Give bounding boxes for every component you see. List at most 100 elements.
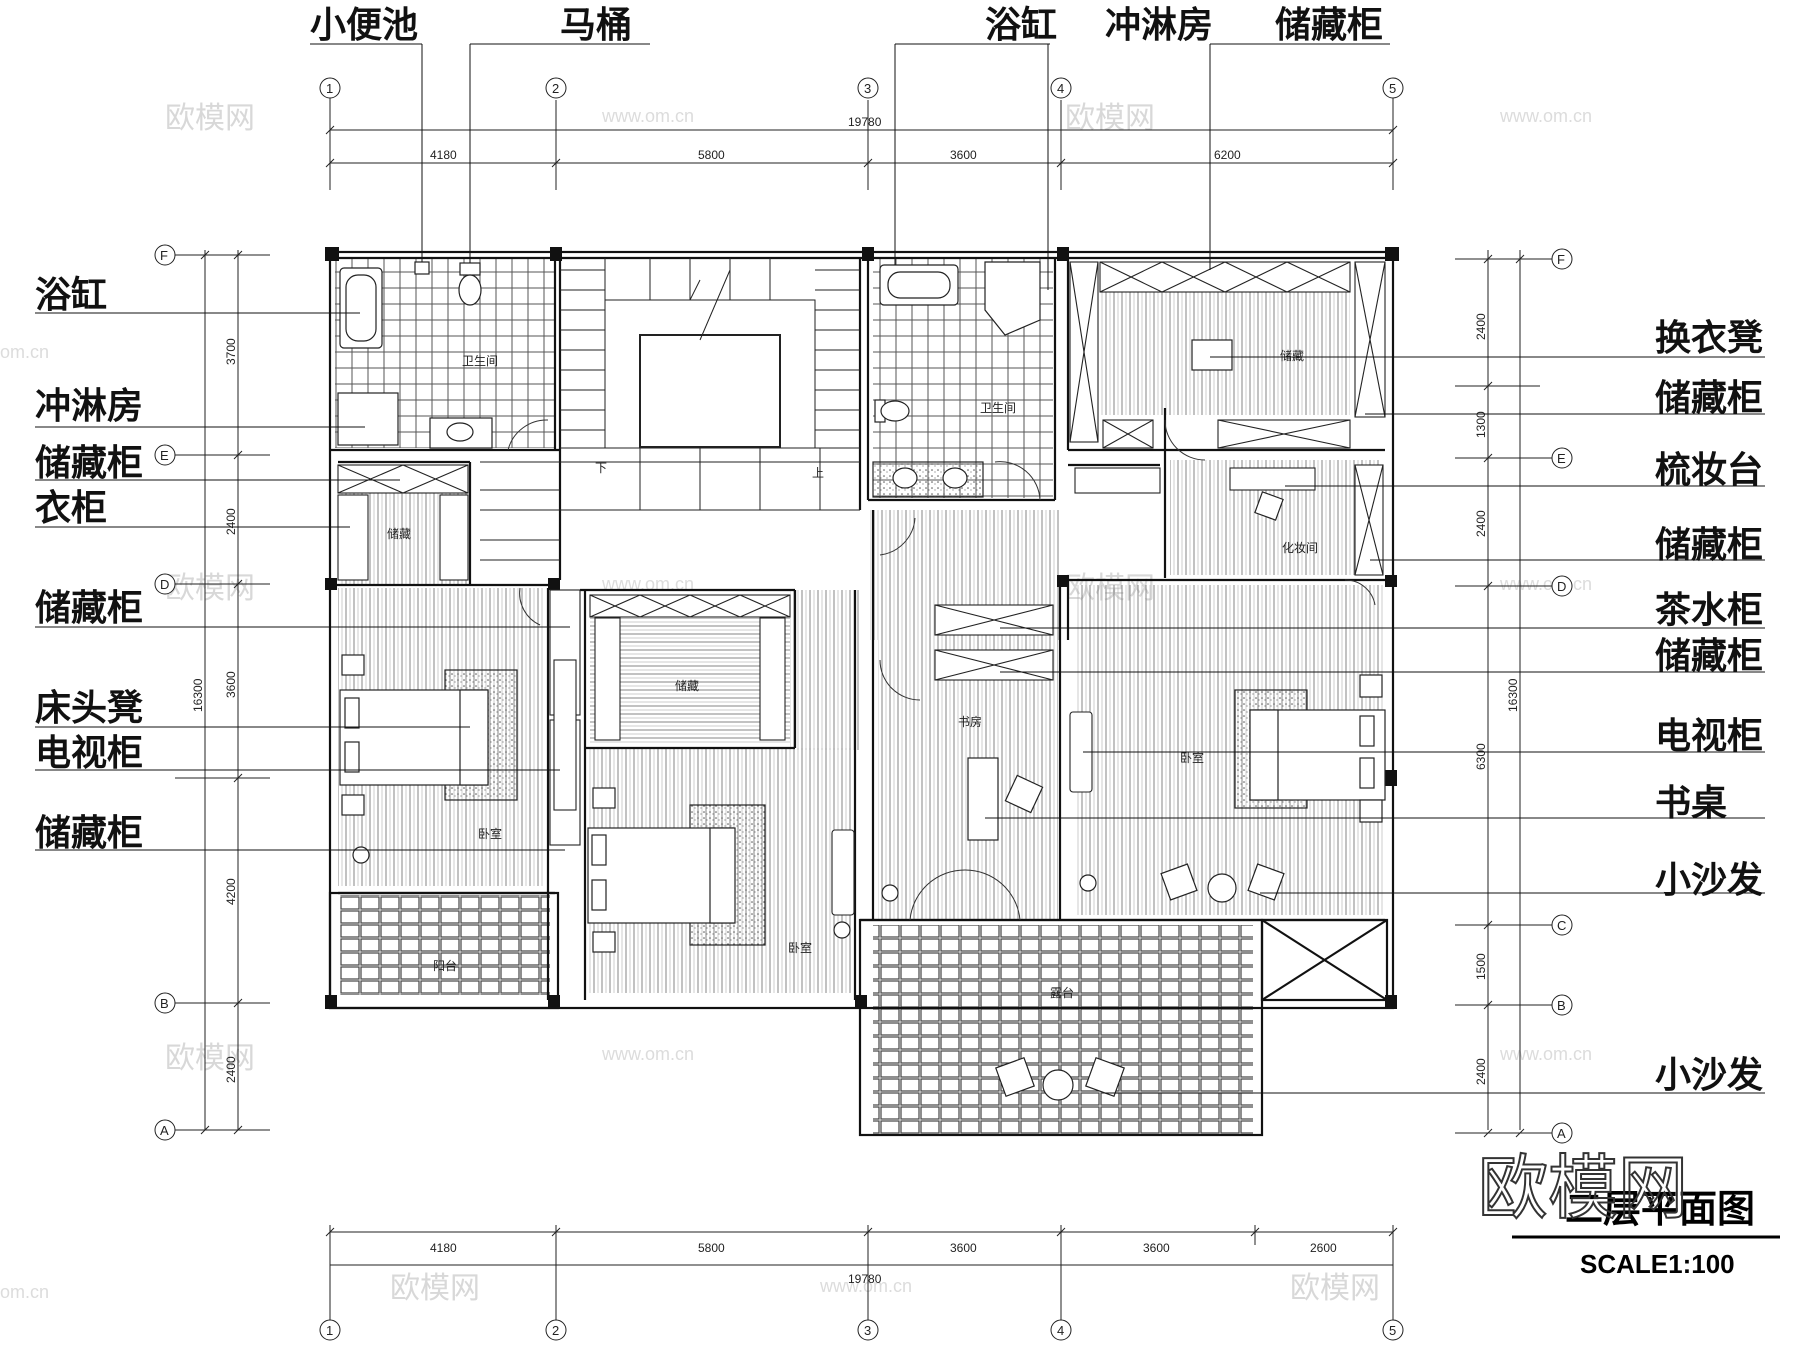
axis-label: B [160,996,169,1011]
callout-bedside-stool: 床头凳 [35,688,143,729]
nightstand-mid [592,787,616,809]
watermark-brand: 欧模网 [165,571,255,606]
dim-right-seg: 2400 [1474,1058,1488,1085]
sink-right-1 [892,467,918,489]
watermark-url: www.om.cn [601,106,694,126]
watermark-url: om.cn [0,342,49,362]
watermark-brand: 欧模网 [390,1271,480,1306]
columns [325,247,1399,1009]
callout-toilet: 马桶 [560,5,632,46]
callout-shower-top: 冲淋房 [1105,5,1213,46]
axis-label: 5 [1389,81,1396,96]
study-chair [1004,774,1044,814]
room-label-bedroom-left: 卧室 [478,826,502,841]
callout-storage-left-1: 储藏柜 [35,443,143,484]
dimension-bottom [325,1225,1398,1320]
callout-storage-left-2: 储藏柜 [35,588,143,629]
callout-tv-cabinet-left: 电视柜 [35,733,143,774]
stair [480,258,860,561]
callout-storage-left-3: 储藏柜 [35,813,143,854]
dim-top-total: 19780 [848,115,882,129]
axis-label: 4 [1057,1323,1064,1338]
callout-storage-top: 储藏柜 [1275,5,1383,46]
dim-right-seg: 1500 [1474,953,1488,980]
watermark-brand: 欧模网 [1065,101,1155,136]
callout-desk: 书桌 [1655,783,1727,824]
plant-icon [833,921,851,939]
callout-storage-right-3: 储藏柜 [1655,636,1763,677]
callout-urinal: 小便池 [310,5,418,46]
axis-label: D [160,577,169,592]
axis-label: D [1557,579,1566,594]
room-label-study: 书房 [958,714,982,729]
axis-label: A [1557,1126,1566,1141]
toilet-right [880,400,910,422]
watermark-url: www.om.cn [1499,574,1592,594]
callout-tea-cabinet: 茶水柜 [1655,590,1763,631]
callout-small-sofa-2: 小沙发 [1655,1055,1763,1096]
dim-right-seg: 2400 [1474,313,1488,340]
dim-right-total: 16300 [1506,678,1520,712]
room-label-dressing: 化妆间 [1282,541,1318,555]
dim-right-seg: 1300 [1474,411,1488,438]
leader-lines [35,43,1765,1094]
sofa-terrace-1 [995,1057,1035,1097]
fixtures [337,261,1041,498]
dim-bottom-seg: 3600 [950,1241,977,1255]
room-label-bath-left: 卫生间 [462,354,498,368]
axis-label: 1 [326,1323,333,1338]
watermark-brand: 欧模网 [1290,1271,1380,1306]
axis-label: C [1557,918,1566,933]
axis-label: 3 [864,1323,871,1338]
watermark-url: om.cn [0,1282,49,1302]
axis-label: F [1557,252,1565,267]
dim-top-seg: 3600 [950,148,977,162]
storage-mid-floor [590,618,790,743]
toilet-left [458,274,482,306]
watermark-url: www.om.cn [601,1044,694,1064]
axis-label: E [160,448,169,463]
watermark-brand: 欧模网 [165,101,255,136]
room-label-bath-right: 卫生间 [980,401,1016,415]
axis-label: 2 [552,81,559,96]
dim-top-seg: 6200 [1214,148,1241,162]
urinal [414,261,430,275]
watermark-url: www.om.cn [1499,1044,1592,1064]
dimension-right [1455,250,1555,1138]
dim-left-seg: 3700 [224,338,238,365]
stair-up-label: 上 [812,466,824,480]
callout-shower-left: 冲淋房 [35,386,143,427]
furniture [339,339,1386,1101]
dim-right-seg: 6300 [1474,743,1488,770]
coffee-table-terrace [1042,1069,1074,1101]
plant-icon [352,846,370,864]
sink-left [446,422,474,442]
dim-left-seg: 3600 [224,671,238,698]
dim-left-total: 16300 [191,678,205,712]
stair-treads-right [815,269,860,431]
study-desk [967,757,999,841]
watermark-url: www.om.cn [819,1276,912,1296]
plant-icon [881,884,899,902]
dim-top-seg: 5800 [698,148,725,162]
sofa-terrace-2 [1085,1057,1125,1097]
watermark-url: www.om.cn [1499,106,1592,126]
axis-label: 4 [1057,81,1064,96]
dim-left-seg: 2400 [224,508,238,535]
watermark-brand: 欧模网 [165,1041,255,1076]
balcony-floor [340,895,550,995]
shower-right [984,261,1041,336]
cabinets [337,261,1386,916]
callout-wardrobe: 衣柜 [35,488,107,529]
callout-bathtub-left: 浴缸 [35,274,107,316]
room-label-storage-mid: 储藏 [675,678,699,693]
drawing-title: 二层平面图 [1565,1187,1755,1231]
drawing-scale: SCALE1:100 [1580,1249,1735,1279]
axis-label: E [1557,451,1566,466]
sofa-bedroom-2 [1247,863,1285,901]
terrace-floor [873,925,1253,1135]
axis-label: 1 [326,81,333,96]
room-label-terrace: 露台 [1050,985,1074,1000]
dim-left-seg: 2400 [224,1056,238,1083]
room-label-bedroom-mid: 卧室 [788,940,812,955]
